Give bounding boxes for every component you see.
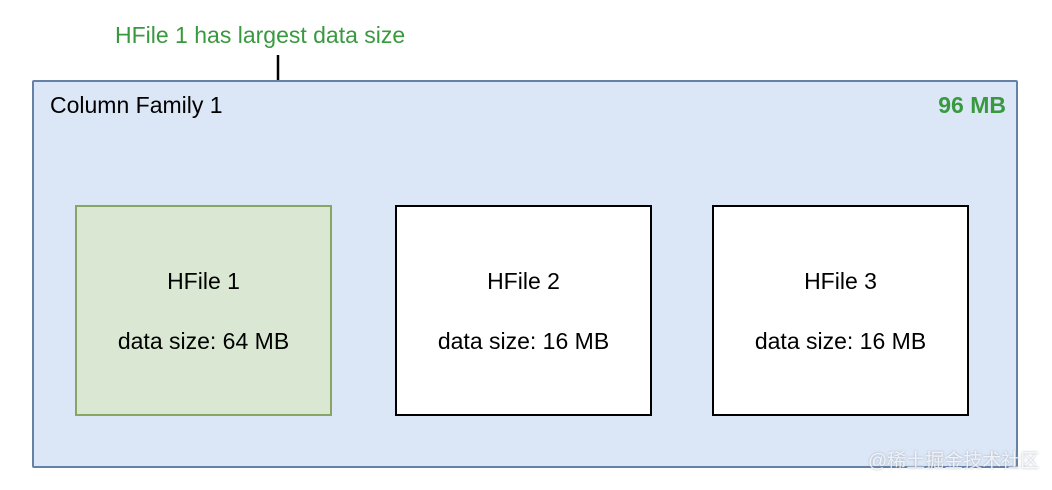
hfile-2-name: HFile 2: [487, 267, 560, 294]
hfile-3-size: data size: 16 MB: [754, 327, 927, 354]
hfile-1-size: data size: 64 MB: [117, 327, 290, 354]
hfile-3-box: HFile 3 data size: 16 MB: [712, 205, 969, 416]
hfile-1-box: HFile 1 data size: 64 MB: [75, 205, 332, 416]
column-family-total-size: 96 MB: [938, 92, 1006, 118]
hfile-3-name: HFile 3: [804, 267, 877, 294]
hfile-1-name: HFile 1: [167, 267, 240, 294]
hfile-2-size: data size: 16 MB: [437, 327, 610, 354]
hfile-2-box: HFile 2 data size: 16 MB: [395, 205, 652, 416]
annotation-label: HFile 1 has largest data size: [115, 22, 406, 48]
column-family-container: Column Family 1 96 MB HFile 1 data size:…: [32, 80, 1018, 468]
column-family-title: Column Family 1: [50, 92, 223, 118]
